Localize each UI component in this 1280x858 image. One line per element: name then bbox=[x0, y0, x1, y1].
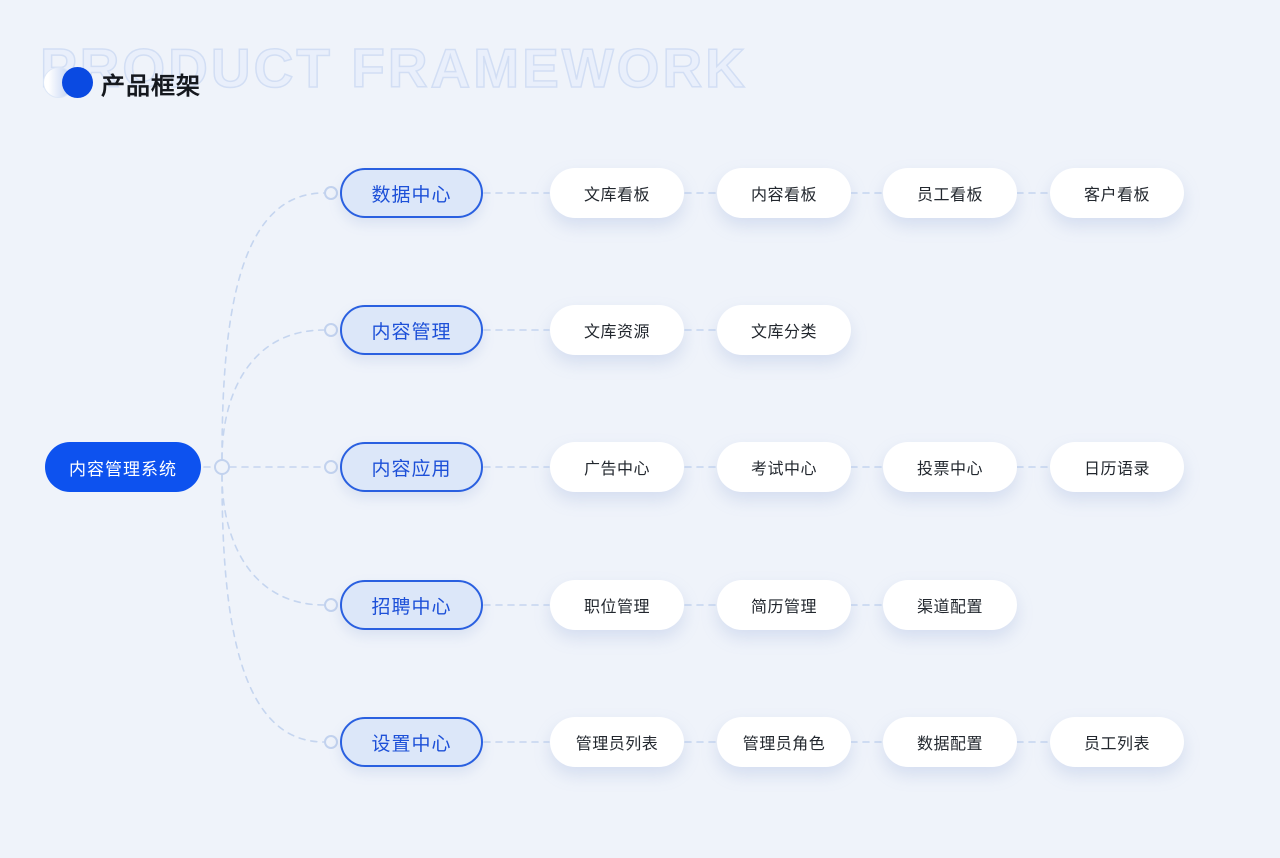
branch-recruitment-center: 招聘中心 bbox=[340, 580, 483, 630]
leaf-node: 投票中心 bbox=[883, 442, 1017, 492]
branch-content-management: 内容管理 bbox=[340, 305, 483, 355]
watermark-text: PRODUCT FRAMEWORK bbox=[39, 36, 748, 100]
leaf-node: 日历语录 bbox=[1050, 442, 1184, 492]
leaf-node: 管理员角色 bbox=[717, 717, 851, 767]
leaf-node: 文库看板 bbox=[550, 168, 684, 218]
leaf-node: 文库分类 bbox=[717, 305, 851, 355]
leaf-node: 简历管理 bbox=[717, 580, 851, 630]
leaf-node: 职位管理 bbox=[550, 580, 684, 630]
leaf-node: 数据配置 bbox=[883, 717, 1017, 767]
leaf-node: 渠道配置 bbox=[883, 580, 1017, 630]
leaf-node: 员工看板 bbox=[883, 168, 1017, 218]
branch-data-center: 数据中心 bbox=[340, 168, 483, 218]
leaf-node: 员工列表 bbox=[1050, 717, 1184, 767]
branch-content-application: 内容应用 bbox=[340, 442, 483, 492]
page-header: 产品框架 bbox=[43, 66, 201, 100]
branch-settings-center: 设置中心 bbox=[340, 717, 483, 767]
leaf-node: 客户看板 bbox=[1050, 168, 1184, 218]
leaf-node: 管理员列表 bbox=[550, 717, 684, 767]
leaf-node: 考试中心 bbox=[717, 442, 851, 492]
logo-icon bbox=[43, 67, 93, 99]
leaf-node: 文库资源 bbox=[550, 305, 684, 355]
leaf-node: 广告中心 bbox=[550, 442, 684, 492]
page-title: 产品框架 bbox=[101, 72, 201, 100]
logo-blue-circle-icon bbox=[62, 67, 93, 98]
leaf-node: 内容看板 bbox=[717, 168, 851, 218]
root-node: 内容管理系统 bbox=[45, 442, 201, 492]
